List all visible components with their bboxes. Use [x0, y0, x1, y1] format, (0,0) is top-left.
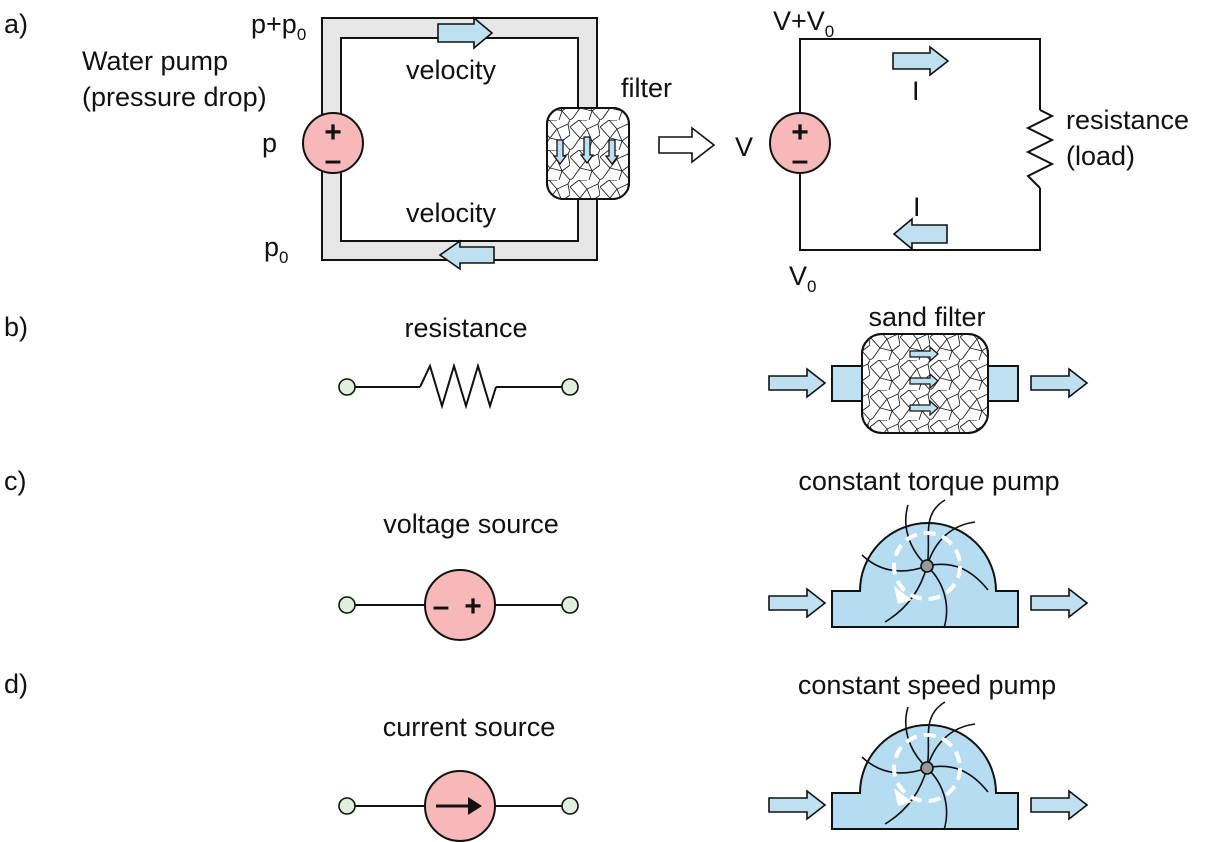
torque-pump-outlet-arrow	[1030, 587, 1089, 619]
filter-label: filter	[621, 73, 672, 103]
voltage-source-minus: –	[433, 590, 450, 623]
torque-pump-label: constant torque pump	[798, 466, 1059, 496]
pressure-top-subscript: 0	[297, 25, 306, 44]
filter-flow-arrows	[552, 136, 620, 166]
velocity-label-bottom: velocity	[406, 198, 497, 228]
pressure-mid-label: p	[262, 128, 277, 158]
resistance-label: resistance	[404, 313, 527, 343]
load-label-line2: (load)	[1066, 141, 1135, 171]
torque-pump-rotation-head	[894, 586, 912, 604]
panel-label-a: a)	[4, 9, 28, 39]
voltage-source-label: voltage source	[383, 509, 559, 539]
current-source-arrow-head	[468, 797, 482, 815]
sand-filter-outlet-pipe	[985, 365, 1019, 402]
voltage-source-symbol	[769, 112, 831, 174]
pump-minus-sign: –	[325, 144, 342, 177]
speed-pump-inlet-arrow	[768, 789, 827, 821]
voltage-bottom-subscript: 0	[807, 277, 816, 296]
hydraulic-circuit: + –	[302, 16, 630, 271]
velocity-arrow-top	[437, 16, 494, 50]
source-minus-sign: –	[792, 144, 809, 177]
terminal-left	[338, 797, 356, 815]
speed-pump-rotation-arrow	[892, 733, 962, 803]
electric-circuit: + –	[769, 38, 1055, 251]
resistor-zigzag	[419, 362, 497, 410]
current-label-bottom: I	[913, 192, 921, 222]
panel-label-b: b)	[4, 312, 28, 342]
torque-pump-component	[768, 499, 1089, 629]
current-arrow-top	[892, 45, 950, 77]
voltage-source-circle	[424, 569, 496, 641]
circuit-wire	[799, 38, 1041, 251]
current-source-label: current source	[383, 712, 556, 742]
torque-pump-inlet-arrow	[768, 587, 827, 619]
pressure-top-base: p+p	[251, 9, 297, 39]
speed-pump-label: constant speed pump	[798, 670, 1056, 700]
speed-pump-component	[768, 701, 1089, 831]
inlet-flow-arrow	[768, 367, 827, 399]
velocity-arrow-bottom	[438, 239, 495, 271]
voltage-source-component: – +	[338, 569, 579, 641]
current-source-component	[338, 770, 579, 842]
panel-label-c: c)	[4, 466, 27, 496]
voltage-bottom-base: V	[789, 261, 807, 291]
current-label-top: I	[912, 76, 920, 106]
voltage-bottom-label: V0	[789, 261, 816, 296]
sand-filter-label: sand filter	[868, 302, 985, 332]
voltage-mid-label: V	[735, 132, 753, 162]
resistor-component	[338, 362, 579, 410]
torque-pump-rotation-arrow	[892, 531, 962, 601]
sand-filter-flow-arrows	[909, 345, 939, 417]
outlet-flow-arrow	[1030, 367, 1089, 399]
speed-pump-outlet-arrow	[1030, 789, 1089, 821]
load-label-line1: resistance	[1066, 105, 1189, 135]
water-pump-symbol	[302, 112, 364, 174]
pressure-bottom-label: p0	[264, 232, 289, 267]
load-resistor-symbol	[1025, 109, 1055, 189]
speed-pump-hub	[920, 761, 934, 775]
pressure-bottom-base: p	[264, 232, 279, 262]
pump-plus-sign: +	[324, 116, 342, 149]
pump-title: Water pump	[82, 46, 228, 76]
terminal-left	[338, 378, 356, 396]
voltage-source-plus: +	[464, 590, 482, 623]
terminal-left	[338, 596, 356, 614]
pressure-top-label: p+p0	[251, 9, 306, 44]
voltage-top-label: V+V0	[773, 6, 834, 41]
torque-pump-hub	[920, 559, 934, 573]
pipe-loop	[321, 17, 598, 261]
sand-filter-inlet-pipe	[831, 365, 865, 402]
sand-filter-component	[768, 333, 1089, 434]
pressure-bottom-subscript: 0	[279, 248, 288, 267]
speed-pump-rotation-head	[894, 788, 912, 806]
terminal-right	[561, 378, 579, 396]
terminal-right	[561, 596, 579, 614]
voltage-top-base: V+V	[773, 6, 825, 36]
source-plus-sign: +	[791, 116, 809, 149]
current-arrow-bottom	[892, 217, 948, 251]
voltage-top-subscript: 0	[825, 22, 834, 41]
pump-subtitle: (pressure drop)	[82, 82, 267, 112]
panel-label-d: d)	[4, 669, 28, 699]
terminal-right	[561, 797, 579, 815]
analogy-arrow	[658, 126, 716, 164]
velocity-label-top: velocity	[406, 55, 497, 85]
